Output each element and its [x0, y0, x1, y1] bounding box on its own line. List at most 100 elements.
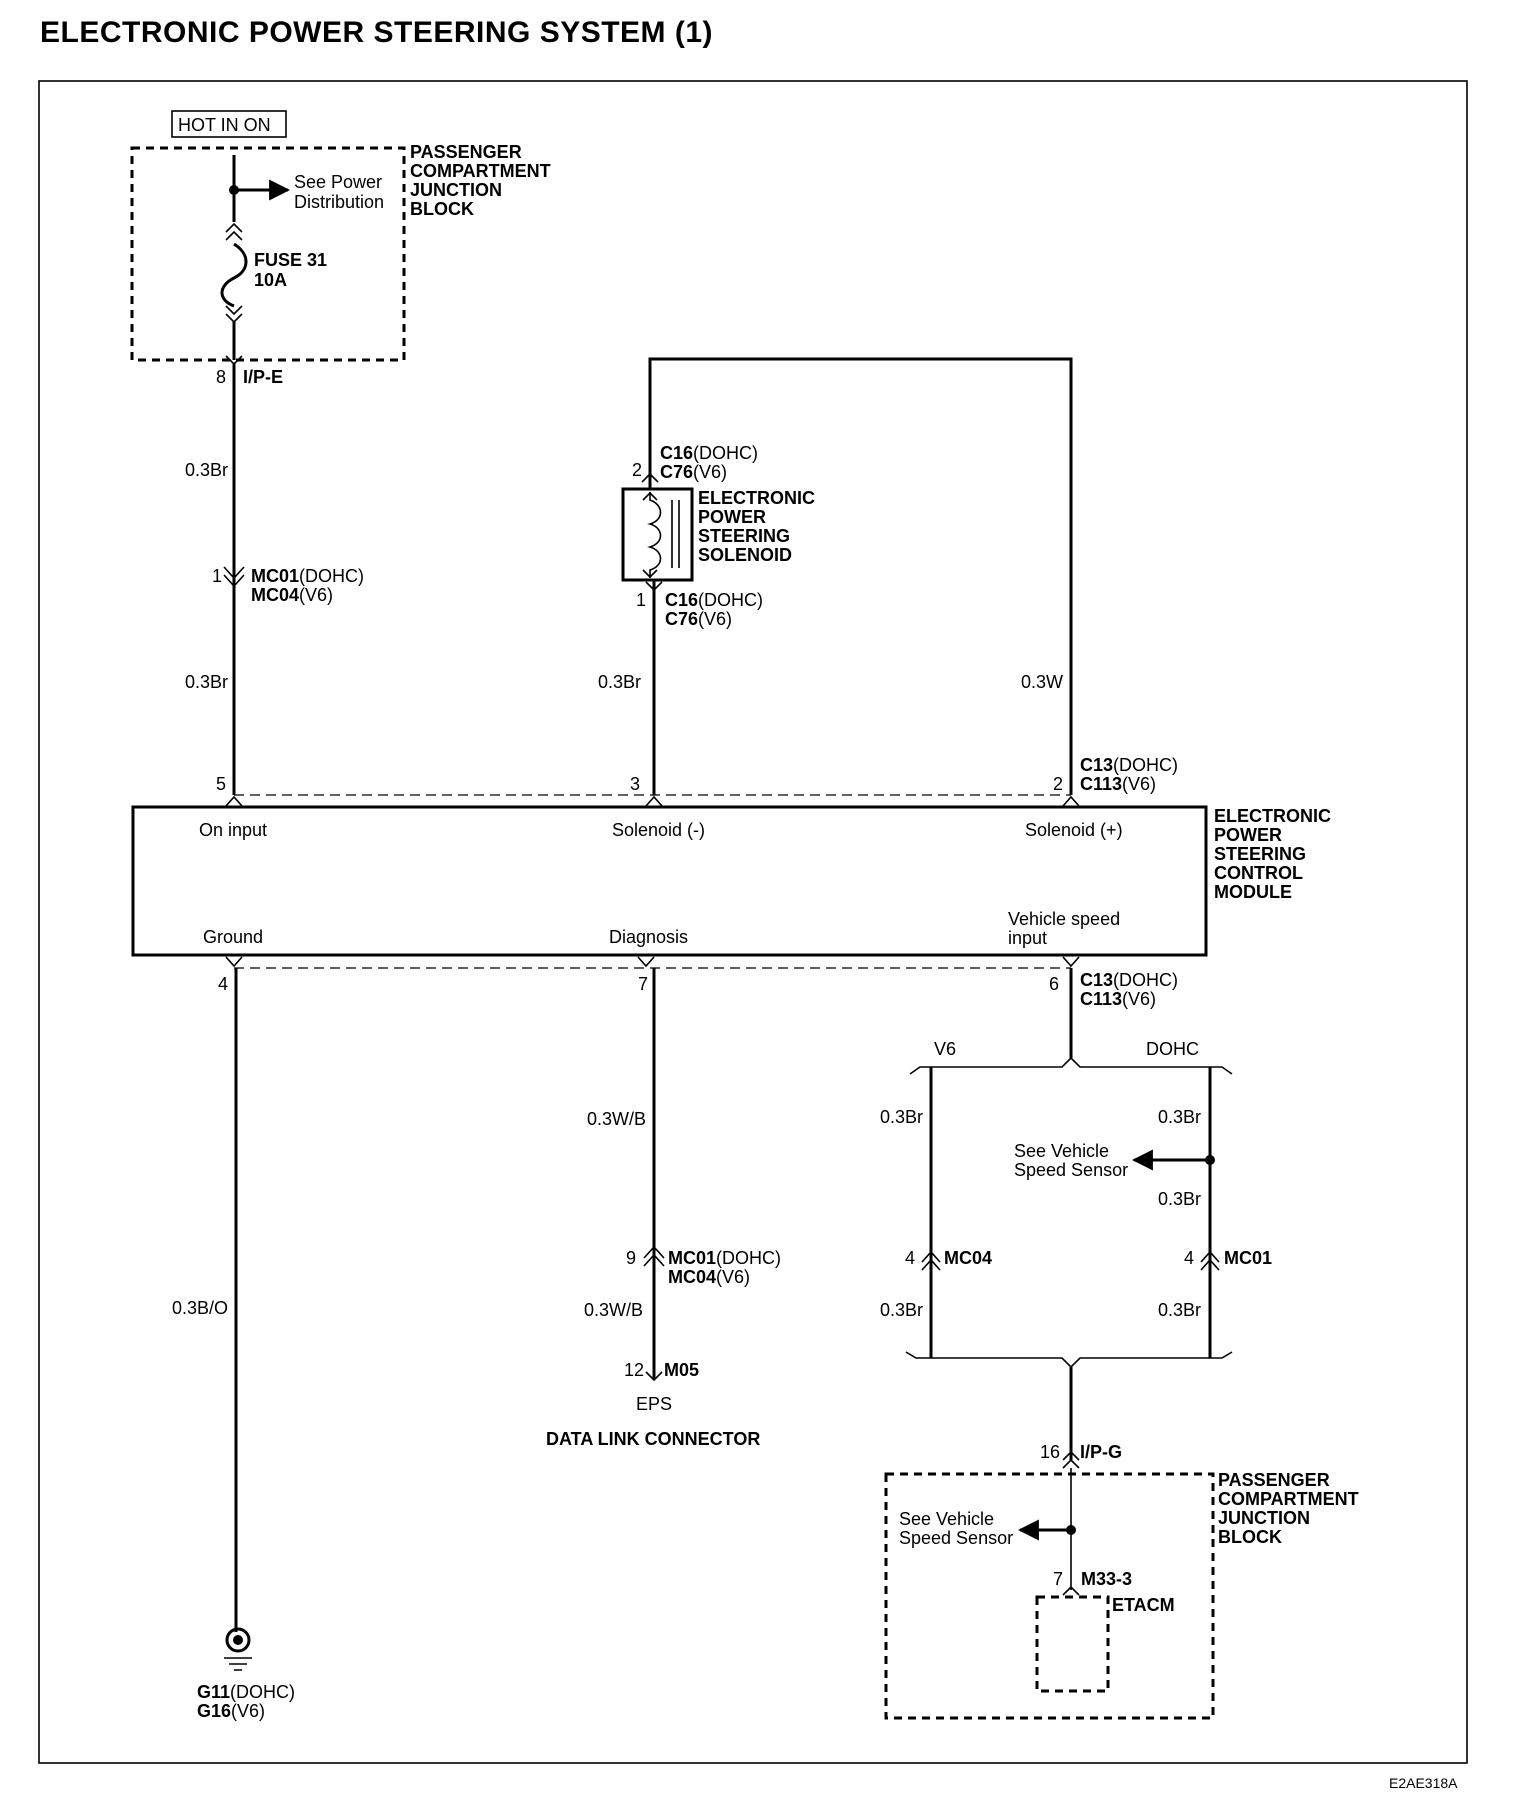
fuse-name: FUSE 31: [254, 250, 327, 270]
dohc-wire-color-2: 0.3Br: [1158, 1189, 1201, 1209]
see-power-line1: See Power: [294, 172, 382, 192]
m33-connector: M33-3: [1081, 1569, 1132, 1589]
terminal-vss-input-1: Vehicle speed: [1008, 909, 1120, 929]
terminal-ground: Ground: [203, 927, 263, 947]
ipe-connector: I/P-E: [243, 367, 283, 387]
mc04-v6-pin: 4: [905, 1248, 915, 1268]
solenoid-minus-wire-color: 0.3Br: [598, 672, 641, 692]
on-input-circuit: 0.3Br 1 MC01(DOHC) MC04(V6) 0.3Br 5: [185, 364, 364, 795]
mc04-v6-connector: MC04: [944, 1248, 992, 1268]
ipg-pin: 16: [1040, 1442, 1060, 1462]
solenoid-name-line1: ELECTRONIC: [698, 488, 815, 508]
dohc-wire-color-1: 0.3Br: [1158, 1107, 1201, 1127]
dohc-wire-color-3: 0.3Br: [1158, 1300, 1201, 1320]
ground-eyelet-icon: [225, 1627, 251, 1653]
solenoid-name-line2: POWER: [698, 507, 766, 527]
diagnosis-ecu-pin: 7: [638, 974, 648, 994]
diagnosis-mc-conn-dohc: MC01(DOHC): [668, 1248, 781, 1268]
solenoid-bottom-conn-v6: C76(V6): [665, 609, 732, 629]
c13-top-conn-dohc: C13(DOHC): [1080, 755, 1178, 775]
module-name-line2: POWER: [1214, 825, 1282, 845]
ipg-connector: I/P-G: [1080, 1442, 1122, 1462]
diagnosis-wire-color-2: 0.3W/B: [584, 1300, 643, 1320]
power-source-group: HOT IN ON PASSENGER COMPARTMENT JUNCTION…: [130, 110, 551, 387]
mc01-dohc-connector: MC01: [1224, 1248, 1272, 1268]
solenoid-loop-wire: [648, 357, 1073, 795]
on-input-wire-color-2: 0.3Br: [185, 672, 228, 692]
pcjb-top-line3: JUNCTION: [410, 180, 502, 200]
on-input-ecu-pin: 5: [216, 774, 226, 794]
pcjb-top-line4: BLOCK: [410, 199, 474, 219]
see-vss-line1: See Vehicle: [1014, 1141, 1109, 1161]
ground-symbol-icon: [224, 1657, 252, 1671]
mc01-dohc-pin: 4: [1184, 1248, 1194, 1268]
pcjb-top-box: [130, 146, 406, 362]
terminal-on-input: On input: [199, 820, 267, 840]
eps-control-module: ELECTRONIC POWER STEERING CONTROL MODULE…: [131, 794, 1331, 969]
module-name-line1: ELECTRONIC: [1214, 806, 1331, 826]
solenoid-inner-chevrons: [642, 491, 658, 579]
mc04-v6-connector-icon: [921, 1250, 941, 1271]
fuse-lower-chevrons: [225, 305, 243, 324]
see-vss-2-line1: See Vehicle: [899, 1509, 994, 1529]
module-name-line4: CONTROL: [1214, 863, 1303, 883]
solenoid-name-line3: STEERING: [698, 526, 790, 546]
terminal-diagnosis: Diagnosis: [609, 927, 688, 947]
module-bottom-pin-icons: [225, 956, 1080, 968]
see-power-line2: Distribution: [294, 192, 384, 212]
terminal-solenoid-plus: Solenoid (+): [1025, 820, 1123, 840]
diagram-title: ELECTRONIC POWER STEERING SYSTEM (1): [40, 16, 713, 49]
solenoid-bottom-conn-dohc: C16(DOHC): [665, 590, 763, 610]
hot-in-on-label: HOT IN ON: [178, 115, 271, 135]
m33-connector-icon: [1062, 1585, 1080, 1596]
pcjb-bottom-box: [884, 1472, 1215, 1720]
dlc-name: DATA LINK CONNECTOR: [546, 1429, 760, 1449]
solenoid-top-conn-dohc: C16(DOHC): [660, 443, 758, 463]
diagnosis-circuit: 7 0.3W/B 9 MC01(DOHC) MC04(V6) 0.3W/B 12…: [546, 968, 781, 1449]
solenoid-core-lines: [671, 500, 680, 568]
on-input-wire-color-1: 0.3Br: [185, 460, 228, 480]
c13-bottom-conn-dohc: C13(DOHC): [1080, 970, 1178, 990]
mc01-pin: 1: [212, 566, 222, 586]
ground-circuit: 4 0.3B/O G11(DOHC) G16(V6): [172, 968, 295, 1721]
etacm-label: ETACM: [1112, 1595, 1175, 1615]
solenoid-circuit: 2 C16(DOHC) C76(V6) ELECTRONIC POWER STE…: [598, 357, 1178, 795]
dlc-connector-icon: [645, 1371, 663, 1382]
mc04-conn-v6: MC04(V6): [251, 585, 333, 605]
solenoid-bottom-connector-icon: [645, 581, 663, 592]
diagnosis-wire-color-1: 0.3W/B: [587, 1109, 646, 1129]
diagram-frame: [38, 80, 1468, 1764]
terminal-vss-input-2: input: [1008, 928, 1047, 948]
vss-upper-branch-bar: [909, 1056, 1233, 1075]
module-box: [131, 805, 1208, 957]
pcjb-top-line1: PASSENGER: [410, 142, 522, 162]
figure-code: E2AE318A: [1389, 1775, 1458, 1791]
pcjb-bottom-line4: BLOCK: [1218, 1527, 1282, 1547]
solenoid-top-pin: 2: [632, 460, 642, 480]
solenoid-coil-icon: [647, 492, 662, 578]
c113-bottom-conn-v6: C113(V6): [1080, 989, 1156, 1009]
diagnosis-mc-connector-icon: [643, 1245, 665, 1267]
module-name-line5: MODULE: [1214, 882, 1292, 902]
pcjb-bottom-line1: PASSENGER: [1218, 1470, 1330, 1490]
solenoid-top-conn-v6: C76(V6): [660, 462, 727, 482]
v6-branch-label: V6: [934, 1039, 956, 1059]
fuse-upper-chevrons: [225, 222, 243, 241]
diagnosis-mc-pin: 9: [626, 1248, 636, 1268]
dohc-branch-label: DOHC: [1146, 1039, 1199, 1059]
m33-pin: 7: [1053, 1569, 1063, 1589]
terminal-solenoid-minus: Solenoid (-): [612, 820, 705, 840]
fuse-rating: 10A: [254, 270, 287, 290]
solenoid-plus-ecu-pin: 2: [1053, 774, 1063, 794]
see-vss-2-line2: Speed Sensor: [899, 1528, 1013, 1548]
ground-eyelet-center: [233, 1635, 243, 1645]
ipg-connector-icon: [1062, 1450, 1080, 1469]
ipe-pin: 8: [216, 367, 226, 387]
mc01-connector-icon: [223, 566, 245, 588]
pcjb-bottom-line2: COMPARTMENT: [1218, 1489, 1359, 1509]
solenoid-minus-ecu-pin: 3: [630, 774, 640, 794]
ground-point-v6: G16(V6): [197, 1701, 265, 1721]
mc01-dohc-connector-icon: [1200, 1250, 1220, 1271]
pcjb-top-line2: COMPARTMENT: [410, 161, 551, 181]
